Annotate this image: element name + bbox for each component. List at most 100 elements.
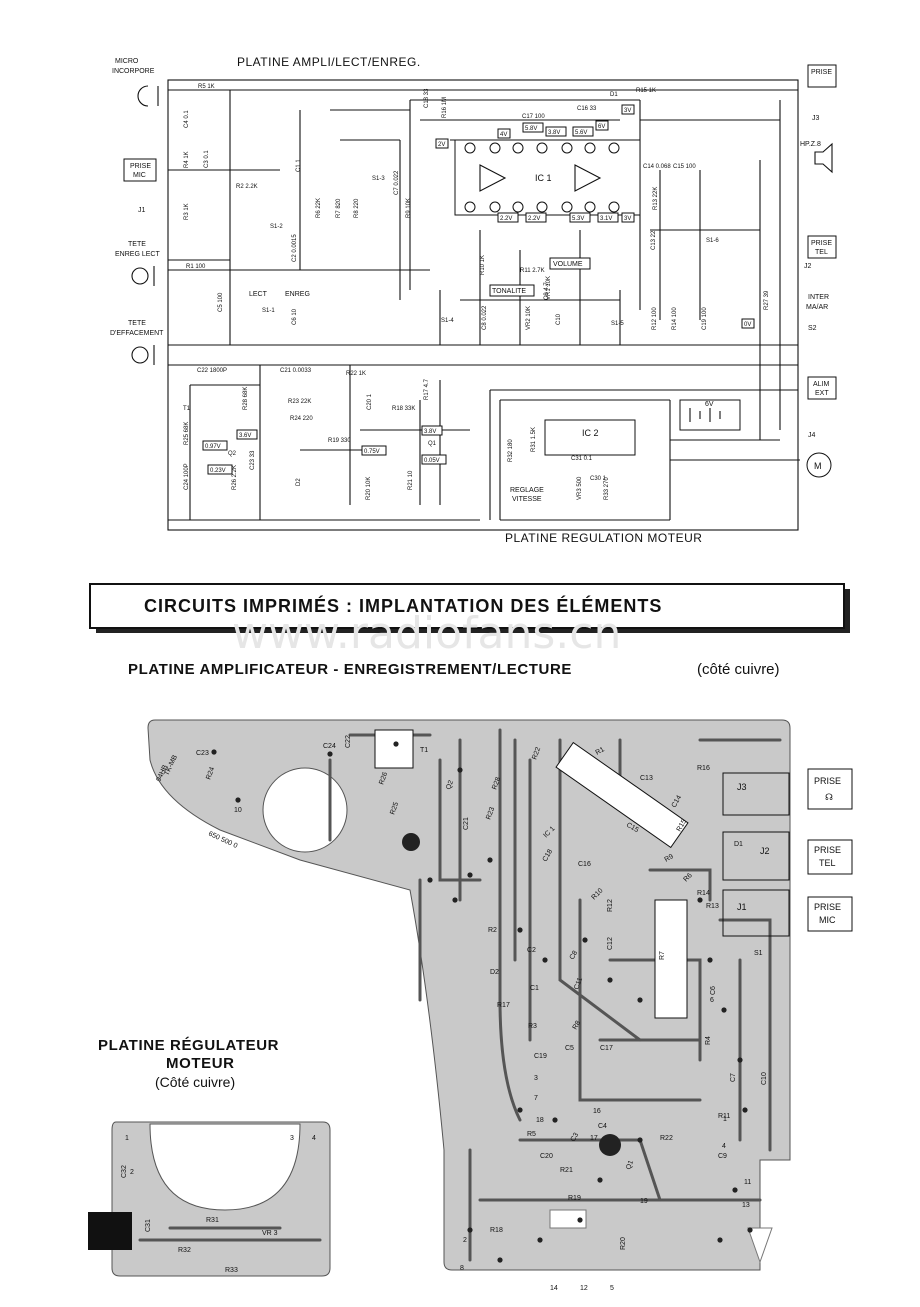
- pcb-part-label: R20: [620, 1237, 627, 1250]
- component-label: R10 1K: [480, 255, 486, 275]
- voltage-box: [497, 212, 519, 223]
- solder-pad: [597, 1177, 603, 1183]
- solder-pad: [467, 872, 473, 878]
- pcb-part-label: R6: [682, 872, 693, 883]
- pcb-part-label: C6: [710, 986, 717, 995]
- voltage-box: [522, 122, 544, 133]
- component-label: R1 100: [186, 264, 206, 270]
- solder-pad: [427, 877, 433, 883]
- pcb-part-label: 4: [722, 1143, 726, 1150]
- volume-label: VOLUME: [553, 261, 583, 268]
- voltage-box: [621, 212, 635, 223]
- headphone-icon: ☊: [825, 792, 833, 802]
- pcb-part-label: R22: [660, 1135, 673, 1142]
- prise-mic-2: MIC: [133, 172, 146, 179]
- pcb-j2-label: J2: [760, 846, 770, 856]
- pcb-part-label: C19: [534, 1053, 547, 1060]
- voltage-label: 0.23V: [210, 468, 226, 474]
- pcb-part-label: Q1: [625, 1159, 635, 1170]
- voltage-label: 4V: [500, 132, 507, 138]
- ampli-board-title-suffix: (côté cuivre): [697, 661, 780, 678]
- switch-label: S1-3: [372, 176, 385, 182]
- pcb-part-label: 19: [640, 1198, 648, 1205]
- voltage-label: 3V: [624, 108, 631, 114]
- voltage-box: [569, 212, 591, 223]
- pcb-prise-boxes: PRISE ☊ PRISE TEL PRISE MIC: [807, 768, 853, 932]
- pcb-part-label: 7: [534, 1095, 538, 1102]
- enreg-label: ENREG: [285, 291, 310, 298]
- component-label: R32 180: [508, 439, 514, 462]
- voltage-label: 5.6V: [575, 130, 587, 136]
- pcb-part-label: C11: [573, 977, 584, 991]
- inter-2: MA/AR: [806, 304, 828, 311]
- pcb-prise-tel-1: PRISE: [814, 845, 841, 855]
- voltage-label: 3.8V: [424, 429, 436, 435]
- motor-part-label: R32: [178, 1247, 191, 1254]
- prise-mic-box: PRISE MIC J1: [123, 158, 157, 214]
- voltage-box: [435, 138, 449, 149]
- voltage-label: 5.8V: [525, 126, 537, 132]
- pcb-part-label: R26: [378, 771, 389, 786]
- section-title: CIRCUITS IMPRIMÉS : IMPLANTATION DES ÉLÉ…: [144, 595, 662, 616]
- component-label: R20 10K: [366, 477, 372, 500]
- pcb-part-label: C10: [761, 1072, 768, 1085]
- switch-label: S1-1: [262, 308, 275, 314]
- motor-label: M: [814, 461, 822, 471]
- solder-pad: [487, 857, 493, 863]
- prise-mic-1: PRISE: [130, 163, 151, 170]
- micro-label-1: MICRO: [115, 58, 139, 65]
- component-label: R27 39: [764, 290, 770, 310]
- ampli-board-title: PLATINE AMPLIFICATEUR - ENREGISTREMENT/L…: [128, 661, 572, 678]
- tete-lect-symbol: TETE ENREG LECT: [115, 241, 160, 286]
- solder-pad: [467, 1227, 473, 1233]
- solder-pad: [732, 1187, 738, 1193]
- pcb-part-label: R1: [595, 746, 606, 757]
- battery-symbol: 6V: [679, 399, 741, 431]
- component-label: C4 0.1: [184, 110, 190, 128]
- motor-board-title-3: (Côté cuivre): [155, 1074, 235, 1090]
- component-label: R7 820: [336, 198, 342, 218]
- motor-board-title-2: MOTEUR: [166, 1055, 235, 1072]
- pcb-part-label: R5: [527, 1131, 536, 1138]
- solder-pad: [542, 957, 548, 963]
- pcb-part-label: C3: [570, 1132, 581, 1143]
- tete-eff-symbol: TETE D'EFFACEMENT: [110, 320, 164, 365]
- motor-board-title: PLATINE REGULATION MOTEUR: [505, 531, 702, 545]
- component-label: R17 4.7: [424, 378, 430, 400]
- pcb-prise-j3: PRISE: [814, 776, 841, 786]
- pcb-part-label: D2: [490, 969, 499, 976]
- component-label: R12 100: [652, 307, 658, 330]
- component-label: C7 0.022: [394, 170, 400, 195]
- tete-eff-2: D'EFFACEMENT: [110, 330, 164, 337]
- component-label: D1: [610, 92, 618, 98]
- voltage-box: [207, 464, 233, 475]
- s2-label: S2: [808, 325, 817, 332]
- voltage-box: [572, 126, 594, 137]
- voltage-box: [621, 104, 635, 115]
- pcb-j3-label: J3: [737, 782, 747, 792]
- component-label: R26 2.2K: [232, 465, 238, 490]
- j1-label: J1: [138, 207, 146, 214]
- pcb-part-label: 18: [536, 1117, 544, 1124]
- solder-pad: [327, 751, 333, 757]
- component-label: C5 100: [218, 292, 224, 312]
- component-label: R22 1K: [346, 371, 366, 377]
- pcb-part-label: T1: [420, 747, 428, 754]
- solder-pad: [721, 1007, 727, 1013]
- pcb-part-label: C16: [578, 861, 591, 868]
- tonalite-label: TONALITE: [492, 288, 526, 295]
- motor-part-label: R31: [206, 1217, 219, 1224]
- component-label: R6 22K: [316, 198, 322, 218]
- solder-pad: [211, 749, 217, 755]
- component-label: R5 1K: [198, 84, 215, 90]
- component-label: C9 4.7: [544, 282, 550, 300]
- pcb-part-label: C7: [730, 1073, 737, 1082]
- section-title-box: CIRCUITS IMPRIMÉS : IMPLANTATION DES ÉLÉ…: [89, 583, 850, 633]
- component-label: R3 1K: [184, 203, 190, 220]
- battery-label: 6V: [705, 401, 714, 408]
- tete-lect-2: ENREG LECT: [115, 251, 160, 258]
- voltage-label: 2.2V: [500, 216, 512, 222]
